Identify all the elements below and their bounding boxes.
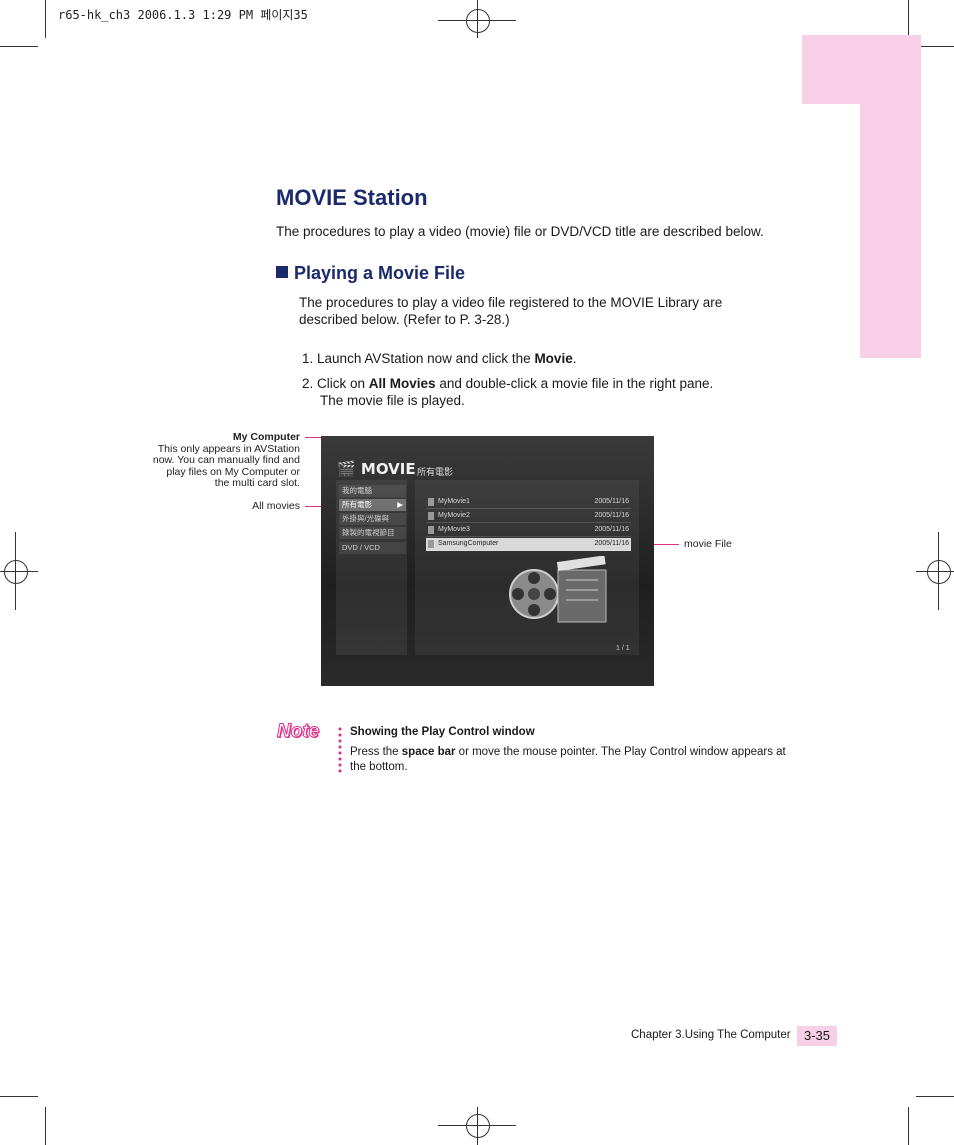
note-divider [338, 726, 342, 774]
registration-mark [15, 532, 16, 610]
note-title: Showing the Play Control window [350, 726, 535, 738]
step-emphasis: All Movies [368, 376, 436, 391]
crop-mark [0, 46, 38, 47]
note-body: Press the space bar or move the mouse po… [350, 746, 786, 773]
file-row[interactable]: MyMovie1 2005/11/16 [426, 496, 631, 509]
intro-text: The procedures to play a video (movie) f… [276, 224, 764, 239]
file-date: 2005/11/16 [594, 498, 629, 505]
registration-mark [477, 1107, 478, 1145]
crop-mark [45, 1107, 46, 1145]
file-name: MyMovie1 [438, 498, 470, 505]
chapter-tab [802, 35, 921, 104]
crop-mark [908, 0, 909, 38]
film-icon [428, 512, 434, 520]
file-date: 2005/11/16 [594, 512, 629, 519]
step-text: Click on [317, 376, 369, 391]
file-date: 2005/11/16 [594, 540, 629, 547]
file-row[interactable]: MyMovie2 2005/11/16 [426, 510, 631, 523]
film-reel-illustration [509, 556, 607, 623]
step-text: Launch AVStation now and click the [317, 351, 535, 366]
page-title: MOVIE Station [276, 185, 428, 210]
step-emphasis: Movie [534, 351, 573, 366]
registration-mark [477, 0, 478, 38]
film-icon [428, 526, 434, 534]
file-name: MyMovie3 [438, 526, 470, 533]
file-date: 2005/11/16 [594, 526, 629, 533]
section-heading: Playing a Movie File [276, 263, 465, 284]
note-emphasis: space bar [401, 746, 456, 758]
step-text: and double-click a movie file in the rig… [435, 376, 714, 391]
menu-item-external[interactable]: 外掛與/光碟與 [339, 513, 406, 525]
menu-panel [336, 480, 407, 655]
film-icon [428, 498, 434, 506]
crop-mark [45, 0, 46, 38]
step-number: 1. [302, 351, 314, 366]
registration-mark [938, 532, 939, 610]
step-1: 1. Launch AVStation now and click the Mo… [302, 350, 576, 367]
my-computer-callout: My Computer This only appears in AVStati… [130, 431, 300, 490]
callout-line: the multi card slot. [214, 477, 300, 489]
crop-mark [916, 46, 954, 47]
movie-logo: 🎬 MOVIE [337, 460, 416, 478]
file-row[interactable]: MyMovie3 2005/11/16 [426, 524, 631, 537]
note-label: Note [276, 721, 320, 743]
footer-chapter: Chapter 3.Using The Computer [631, 1029, 791, 1041]
callout-title: My Computer [232, 431, 300, 443]
step-text: . [572, 351, 577, 366]
menu-item-dvd-vcd[interactable]: DVD / VCD [339, 542, 406, 554]
registration-mark [0, 571, 38, 572]
callout-line: This only appears in AVStation [157, 442, 300, 455]
square-bullet-icon [276, 266, 288, 278]
menu-item-all-movies[interactable]: 所有電影▶ [339, 499, 406, 511]
callout-line: play files on My Computer or [166, 465, 300, 478]
screenshot-header: 所有電影 [417, 467, 454, 477]
registration-mark [927, 560, 951, 584]
step-2-line2: The movie file is played. [320, 393, 465, 408]
section-heading-text: Playing a Movie File [294, 263, 466, 283]
film-icon [428, 540, 434, 548]
file-row-selected[interactable]: SamsungComputer 2005/11/16 [426, 538, 631, 551]
crop-mark [908, 1107, 909, 1145]
registration-mark [4, 560, 28, 584]
crop-mark [0, 1096, 38, 1097]
crop-mark [916, 1096, 954, 1097]
file-name: SamsungComputer [438, 540, 499, 547]
step-number: 2. [302, 376, 314, 391]
chapter-strip [860, 104, 921, 358]
menu-item-recorded-tv[interactable]: 錄製的電視節目 [339, 527, 406, 539]
file-pane [415, 480, 639, 655]
movie-file-callout: movie File [684, 538, 732, 550]
movie-screenshot: 🎬 MOVIE 所有電影 我的電腦 所有電影▶ 外掛與/光碟與 錄製的電視節目 … [321, 436, 654, 686]
print-header: r65-hk_ch3 2006.1.3 1:29 PM 페이지35 [58, 8, 308, 22]
menu-item-my-computer[interactable]: 我的電腦 [339, 485, 406, 497]
registration-mark [916, 571, 954, 572]
pager: 1 / 1 [616, 645, 630, 652]
step-2: 2. Click on All Movies and double-click … [302, 375, 713, 392]
section-paragraph: The procedures to play a video file regi… [299, 295, 723, 327]
registration-mark [466, 9, 490, 33]
callout-line: now. You can manually find and [152, 454, 300, 466]
arrow-right-icon: ▶ [397, 500, 403, 509]
registration-mark [466, 1114, 490, 1138]
page-number: 3-35 [797, 1026, 837, 1046]
all-movies-callout: All movies [252, 500, 300, 512]
file-name: MyMovie2 [438, 512, 470, 519]
